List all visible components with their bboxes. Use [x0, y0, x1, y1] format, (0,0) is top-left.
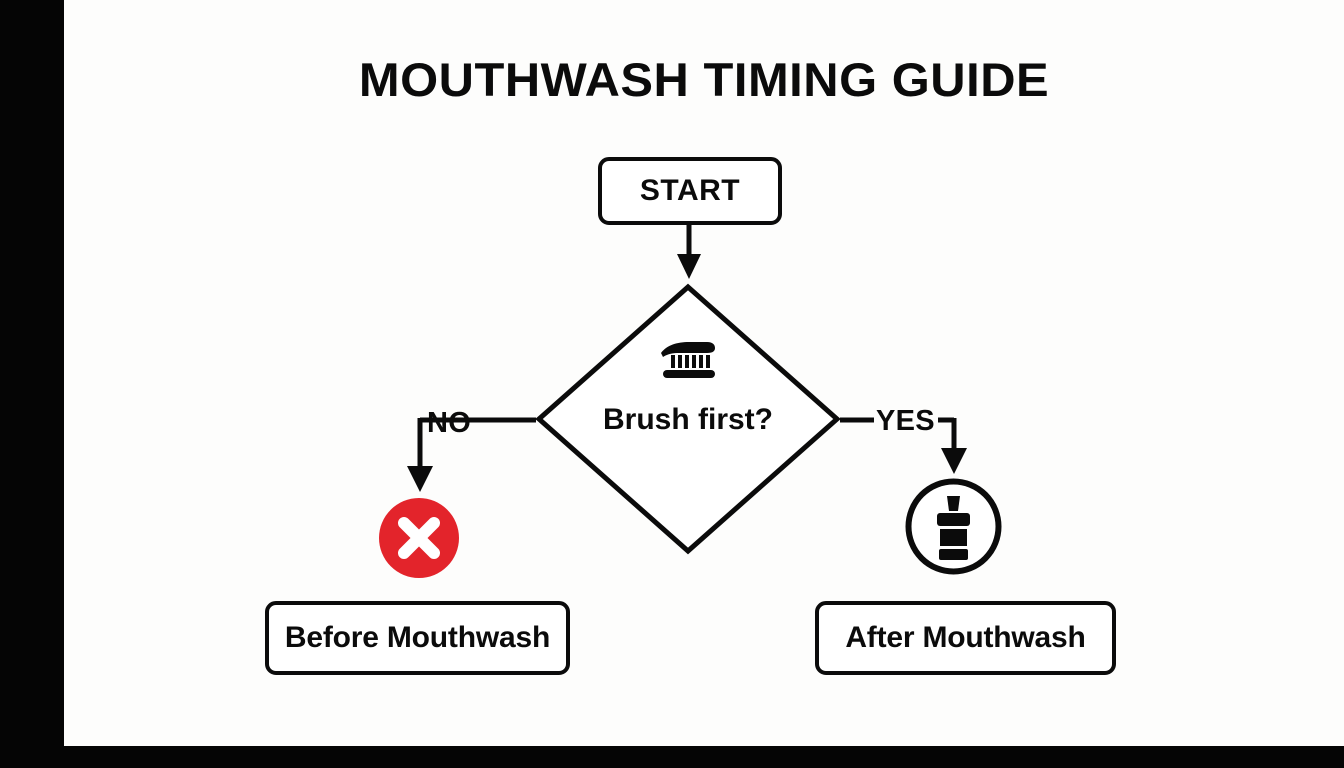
arrowhead-yes-branch — [941, 448, 967, 474]
red-x-circle-icon — [379, 498, 459, 578]
arrowhead-no-branch — [407, 466, 433, 492]
arrowhead-start-to-decision — [677, 254, 701, 279]
page-title: MOUTHWASH TIMING GUIDE — [358, 53, 1050, 106]
node-outcome-after-label: After Mouthwash — [845, 621, 1086, 654]
node-start-label: START — [639, 174, 741, 207]
node-outcome-after-mouthwash[interactable]: After Mouthwash — [815, 601, 1116, 675]
node-start[interactable]: START — [598, 157, 782, 225]
branch-label-no: NO — [427, 407, 472, 439]
node-outcome-before-label: Before Mouthwash — [284, 621, 551, 654]
mouthwash-bottle-circle-icon — [905, 478, 1002, 575]
branch-label-yes: YES — [876, 405, 935, 437]
letterbox-bar-bottom — [0, 746, 1344, 768]
diagram-surface: MOUTHWASH TIMING GUIDE START — [64, 0, 1344, 746]
node-outcome-before-mouthwash[interactable]: Before Mouthwash — [265, 601, 570, 675]
node-decision[interactable]: Brush first? — [535, 283, 841, 555]
decision-diamond-shape — [535, 283, 841, 555]
letterbox-bar-left — [0, 0, 64, 768]
